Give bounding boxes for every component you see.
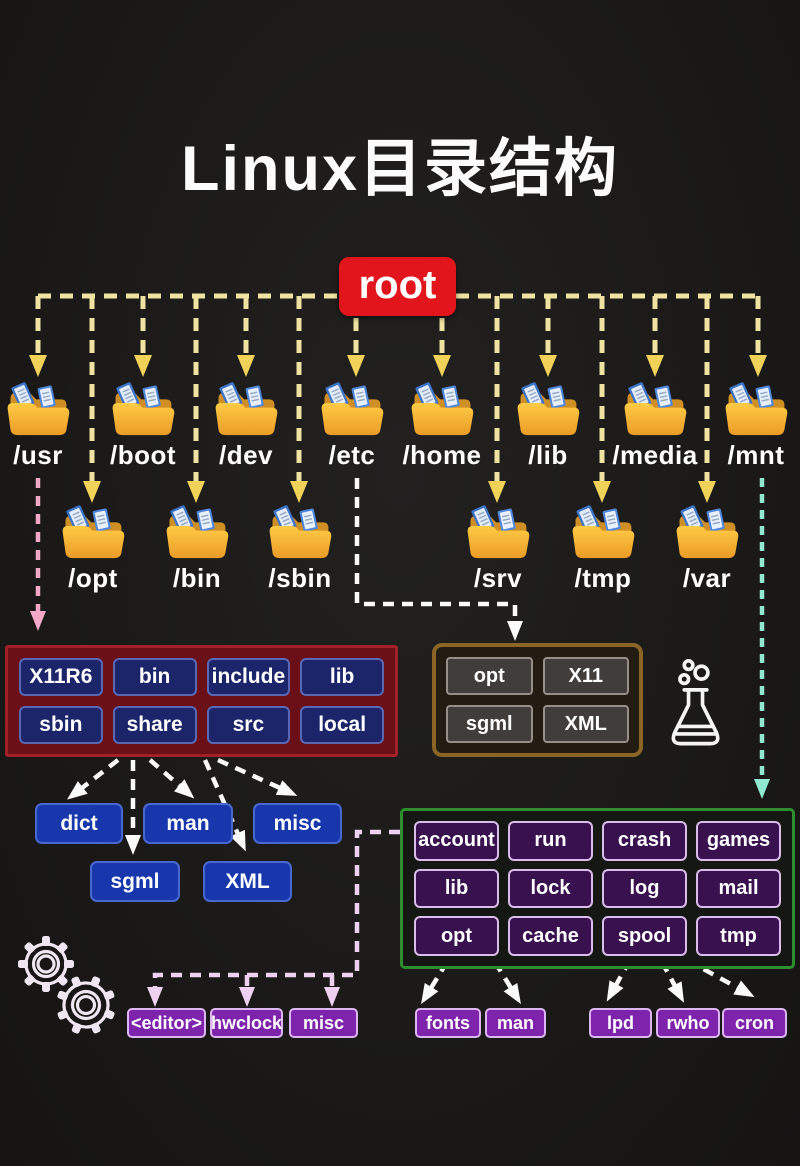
folder-icon [570,503,636,560]
folder-etc: /etc [300,380,404,471]
folder-icon [409,380,475,437]
folder-label: /boot [109,440,177,470]
folder-icon [674,503,740,560]
usr-child-x11r6: X11R6 [19,658,103,696]
bottom-node-rwho: rwho [656,1008,720,1038]
folder-icon [110,380,176,437]
folder-dev: /dev [194,380,298,471]
var-child-tmp: tmp [696,916,781,956]
folder-usr: /usr [0,380,90,471]
folder-label: /var [682,563,732,593]
etc-child-sgml: sgml [446,705,533,743]
etc-child-opt: opt [446,657,533,695]
folder-sbin: /sbin [248,503,352,594]
folder-label: /bin [172,563,222,593]
var-child-account: account [414,821,499,861]
usr-child-src: src [206,706,291,744]
usr-child-sbin: sbin [19,706,103,744]
var-child-games: games [696,821,781,861]
share-child-xml: XML [203,861,292,902]
folder-icon [622,380,688,437]
folder-icon [213,380,279,437]
folder-icon [515,380,581,437]
share-child-man: man [143,803,233,844]
folder-label: /home [402,440,482,470]
etc-contents-box: opt X11 sgml XML [432,643,643,757]
gears-icon [18,936,115,1034]
root-node: root [339,257,456,316]
folder-var: /var [655,503,759,594]
var-child-mail: mail [696,868,781,909]
folder-srv: /srv [446,503,550,594]
folder-mnt: /mnt [704,380,800,471]
var-child-spool: spool [602,916,687,956]
etc-child-x11: X11 [542,657,629,695]
var-child-cache: cache [508,916,593,956]
usr-contents-box: X11R6 bin include lib sbin share src loc… [5,645,398,757]
folder-label: /media [612,440,698,470]
folder-boot: /boot [91,380,195,471]
folder-home: /home [390,380,494,471]
folder-icon [5,380,71,437]
folder-label: /tmp [574,563,632,593]
var-child-opt: opt [414,916,499,956]
folder-label: /opt [68,563,118,593]
share-child-dict: dict [35,803,123,844]
usr-child-lib: lib [300,658,384,696]
folder-icon [465,503,531,560]
usr-child-bin: bin [112,658,197,696]
folder-label: /dev [218,440,274,470]
folder-label: /etc [328,440,376,470]
var-child-crash: crash [602,821,687,861]
share-child-misc: misc [253,803,342,844]
share-child-sgml: sgml [90,861,180,902]
usr-child-local: local [300,706,384,744]
bottom-node-cron: cron [722,1008,787,1038]
var-child-lock: lock [508,868,593,909]
page-title: Linux目录结构 [181,134,619,204]
folder-label: /srv [473,563,523,593]
usr-child-share: share [112,706,197,744]
bottom-node-hwclock: hwclock [210,1008,283,1038]
var-contents-box: account run crash games lib lock log mai… [400,808,795,969]
bottom-node-fonts: fonts [415,1008,481,1038]
folder-lib: /lib [496,380,600,471]
var-child-lib: lib [414,868,499,909]
bottom-node-lpd: lpd [589,1008,652,1038]
bottom-node-misc: misc [289,1008,358,1038]
folder-icon [319,380,385,437]
usr-child-include: include [206,658,291,696]
folder-icon [60,503,126,560]
folder-opt: /opt [41,503,145,594]
folder-icon [267,503,333,560]
folder-media: /media [603,380,707,471]
var-child-run: run [508,821,593,861]
folder-label: /sbin [268,563,332,593]
folder-label: /mnt [727,440,785,470]
bottom-node-man: man [485,1008,546,1038]
folder-label: /lib [528,440,568,470]
folder-bin: /bin [145,503,249,594]
bottom-node-editor: <editor> [127,1008,206,1038]
folder-icon [723,380,789,437]
folder-icon [164,503,230,560]
folder-label: /usr [13,440,63,470]
flask-icon [671,659,720,746]
var-child-log: log [602,868,687,909]
folder-tmp: /tmp [551,503,655,594]
etc-child-xml: XML [542,705,629,743]
